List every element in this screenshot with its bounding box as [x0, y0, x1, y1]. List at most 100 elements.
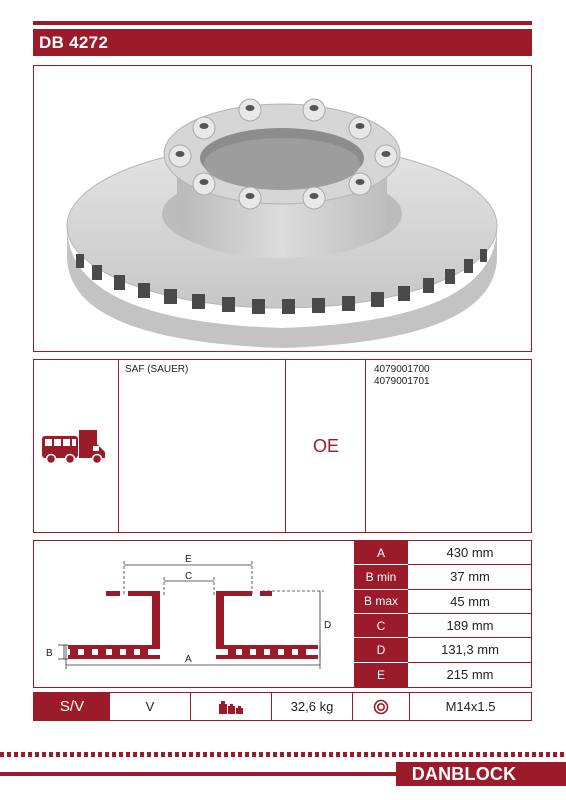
- spec-key: C: [354, 614, 408, 639]
- dash-mark: [133, 752, 137, 757]
- weights-icon: [191, 693, 271, 720]
- dash-mark: [189, 752, 193, 757]
- dim-label-b: B: [46, 648, 53, 659]
- dash-mark: [168, 752, 172, 757]
- dash-mark: [245, 752, 249, 757]
- spec-value: 189 mm: [408, 614, 532, 639]
- dash-mark: [525, 752, 529, 757]
- oe-label: OE: [313, 436, 340, 456]
- brand-tail: [532, 762, 566, 786]
- dash-mark: [203, 752, 207, 757]
- spec-key: D: [354, 638, 408, 663]
- dash-mark: [469, 752, 473, 757]
- dash-mark: [84, 752, 88, 757]
- dash-mark: [49, 752, 53, 757]
- dash-mark: [7, 752, 11, 757]
- dash-mark: [378, 752, 382, 757]
- dash-mark: [532, 752, 536, 757]
- dash-mark: [294, 752, 298, 757]
- dim-label-a: A: [185, 654, 192, 665]
- dash-mark: [14, 752, 18, 757]
- dash-mark: [231, 752, 235, 757]
- dash-mark: [406, 752, 410, 757]
- dash-mark: [287, 752, 291, 757]
- dash-mark: [336, 752, 340, 757]
- dash-mark: [343, 752, 347, 757]
- vehicle-make: SAF (SAUER): [125, 364, 189, 375]
- dash-mark: [504, 752, 508, 757]
- divider: [409, 693, 410, 720]
- dash-mark: [154, 752, 158, 757]
- spec-value: 430 mm: [408, 541, 532, 566]
- dash-mark: [357, 752, 361, 757]
- spec-value: 215 mm: [446, 667, 494, 683]
- dash-mark: [98, 752, 102, 757]
- disc-section-diagram: E C D B A: [46, 554, 331, 669]
- dash-mark: [371, 752, 375, 757]
- spec-key: A: [354, 541, 408, 566]
- divider: [285, 360, 286, 532]
- application-block: SAF (SAUER) OE 4079001700 4079001701: [33, 359, 532, 533]
- brand-logo: DANBLOCK: [396, 762, 532, 786]
- top-rule: [33, 21, 532, 25]
- dash-mark: [70, 752, 74, 757]
- spec-key: B max: [354, 589, 408, 614]
- dash-mark: [560, 752, 564, 757]
- divider: [118, 360, 119, 532]
- oe-number: 4079001700: [374, 364, 430, 375]
- dash-mark: [539, 752, 543, 757]
- spec-table: A 430 mm B min 37 mm B max 45 mm C 189 m…: [354, 541, 532, 687]
- bolt-thread-icon: [353, 693, 409, 720]
- dash-mark: [315, 752, 319, 757]
- spec-row: A 430 mm: [354, 541, 532, 566]
- dash-mark: [420, 752, 424, 757]
- dash-mark: [476, 752, 480, 757]
- brake-disc-image: [66, 98, 498, 348]
- spec-key: E: [354, 662, 408, 687]
- dash-mark: [63, 752, 67, 757]
- footer-dash-pattern: [0, 752, 564, 757]
- divider: [352, 693, 353, 720]
- product-image-frame: [33, 65, 532, 352]
- dash-mark: [448, 752, 452, 757]
- dash-mark: [77, 752, 81, 757]
- dash-mark: [490, 752, 494, 757]
- brand-rule: [0, 772, 396, 776]
- truck-bus-icon: [42, 430, 105, 465]
- dash-mark: [455, 752, 459, 757]
- dim-label-d: D: [324, 620, 331, 631]
- dash-mark: [112, 752, 116, 757]
- dash-mark: [91, 752, 95, 757]
- dash-mark: [322, 752, 326, 757]
- dim-label-e: E: [185, 554, 192, 565]
- dash-mark: [252, 752, 256, 757]
- title-bar: DB 4272: [33, 29, 532, 56]
- dash-mark: [161, 752, 165, 757]
- weight-value: 32,6 kg: [290, 699, 334, 714]
- dash-mark: [329, 752, 333, 757]
- spec-row: E 215 mm: [354, 662, 532, 687]
- vent-slots: [76, 249, 487, 314]
- dash-mark: [462, 752, 466, 757]
- product-code: DB 4272: [39, 33, 109, 52]
- dash-mark: [441, 752, 445, 757]
- dash-mark: [105, 752, 109, 757]
- dash-mark: [224, 752, 228, 757]
- spec-key: B min: [354, 565, 408, 590]
- spec-row: D 131,3 mm: [354, 638, 532, 663]
- dash-mark: [392, 752, 396, 757]
- spec-row: B min 37 mm: [354, 565, 532, 590]
- dash-mark: [35, 752, 39, 757]
- dash-mark: [196, 752, 200, 757]
- dash-mark: [413, 752, 417, 757]
- dash-mark: [56, 752, 60, 757]
- spec-value: 131,3 mm: [408, 638, 532, 663]
- dash-mark: [364, 752, 368, 757]
- dash-mark: [119, 752, 123, 757]
- dash-mark: [497, 752, 501, 757]
- dash-mark: [0, 752, 4, 757]
- dash-mark: [238, 752, 242, 757]
- dash-mark: [175, 752, 179, 757]
- dash-mark: [217, 752, 221, 757]
- dash-mark: [259, 752, 263, 757]
